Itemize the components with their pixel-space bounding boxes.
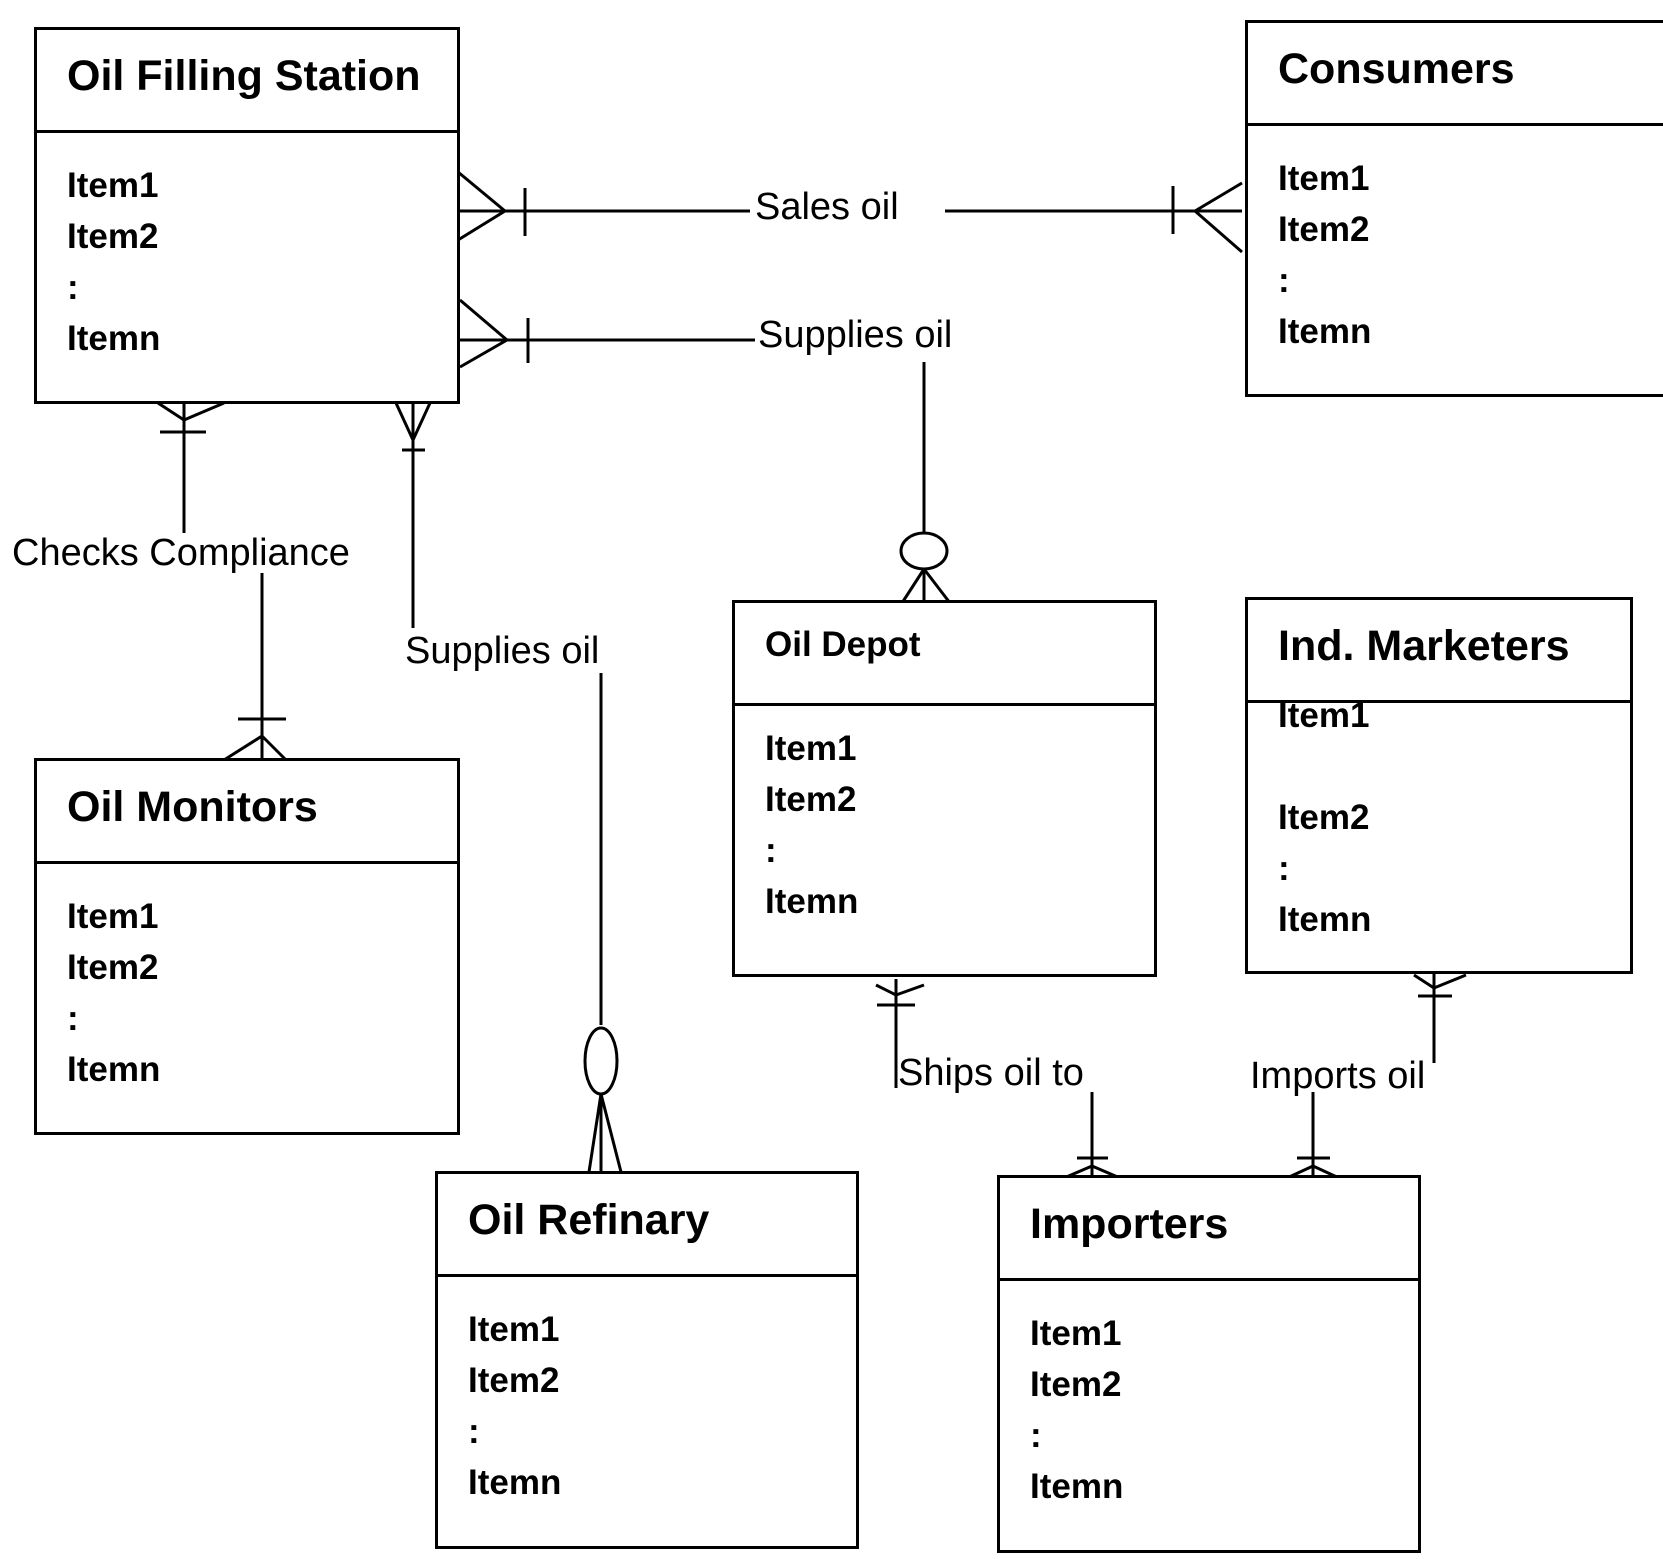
- entity-title: Ind. Marketers: [1278, 622, 1570, 670]
- supplies-oil-refinary-connector: [394, 402, 623, 1173]
- entity-attributes: Item1 Item2 : Itemn: [67, 160, 160, 364]
- attribute-item: Item1: [1278, 159, 1370, 198]
- entity-divider: [1248, 123, 1663, 126]
- relationship-label-sales-oil: Sales oil: [755, 186, 899, 228]
- attribute-item: Itemn: [765, 882, 859, 921]
- attribute-item: :: [765, 831, 777, 870]
- entity-ind-marketers: Ind. Marketers Item1 Item2 : Itemn: [1245, 597, 1633, 974]
- attribute-item: Item2: [67, 948, 159, 987]
- entity-divider: [1248, 700, 1630, 703]
- attribute-item: Item1: [67, 166, 159, 205]
- attribute-item: [1278, 741, 1371, 792]
- entity-attributes: Item1 Item2 : Itemn: [1278, 153, 1371, 357]
- entity-attributes: Item1 Item2 : Itemn: [1278, 690, 1371, 945]
- entity-divider: [735, 703, 1154, 706]
- entity-divider: [438, 1274, 856, 1277]
- attribute-item: Item1: [67, 897, 159, 936]
- entity-title: Oil Refinary: [468, 1196, 710, 1244]
- attribute-item: Item2: [468, 1361, 560, 1400]
- attribute-item: :: [1030, 1416, 1042, 1455]
- attribute-item: Itemn: [468, 1463, 562, 1502]
- entity-title: Consumers: [1278, 45, 1515, 93]
- attribute-item: :: [67, 999, 79, 1038]
- entity-oil-filling-station: Oil Filling Station Item1 Item2 : Itemn: [34, 27, 460, 404]
- attribute-item: Item2: [1030, 1365, 1122, 1404]
- attribute-item: Item1: [1030, 1314, 1122, 1353]
- entity-consumers: Consumers Item1 Item2 : Itemn: [1245, 20, 1663, 397]
- attribute-item: Item2: [1278, 798, 1370, 837]
- attribute-item: Item2: [67, 217, 159, 256]
- relationship-label-ships-oil-to: Ships oil to: [898, 1052, 1084, 1094]
- attribute-item: Itemn: [1278, 900, 1372, 939]
- entity-attributes: Item1 Item2 : Itemn: [468, 1304, 561, 1508]
- entity-attributes: Item1 Item2 : Itemn: [67, 891, 160, 1095]
- entity-divider: [37, 861, 457, 864]
- imports-oil-connector: [1286, 973, 1467, 1180]
- entity-attributes: Item1 Item2 : Itemn: [1030, 1308, 1123, 1512]
- entity-attributes: Item1 Item2 : Itemn: [765, 723, 858, 927]
- attribute-item: Item1: [468, 1310, 560, 1349]
- entity-title: Oil Monitors: [67, 783, 318, 831]
- attribute-item: Item2: [765, 780, 857, 819]
- relationship-label-supplies-oil-depot: Supplies oil: [758, 314, 953, 356]
- entity-oil-refinary: Oil Refinary Item1 Item2 : Itemn: [435, 1171, 859, 1549]
- attribute-item: :: [468, 1412, 480, 1451]
- entity-title: Oil Filling Station: [67, 52, 421, 100]
- entity-divider: [1000, 1278, 1418, 1281]
- entity-oil-monitors: Oil Monitors Item1 Item2 : Itemn: [34, 758, 460, 1135]
- entity-divider: [37, 130, 457, 133]
- attribute-item: Itemn: [1030, 1467, 1124, 1506]
- attribute-item: Item2: [1278, 210, 1370, 249]
- supplies-oil-depot-connector: [459, 298, 952, 604]
- checks-compliance-connector: [157, 401, 288, 762]
- relationship-label-supplies-oil-refinary: Supplies oil: [405, 630, 600, 672]
- relationship-label-imports-oil: Imports oil: [1250, 1055, 1426, 1097]
- attribute-item: :: [67, 268, 79, 307]
- relationship-label-checks-compliance: Checks Compliance: [12, 532, 350, 574]
- entity-title: Importers: [1030, 1200, 1229, 1248]
- attribute-item: Item1: [1278, 696, 1370, 735]
- entity-importers: Importers Item1 Item2 : Itemn: [997, 1175, 1421, 1553]
- attribute-item: Itemn: [67, 1050, 161, 1089]
- attribute-item: Itemn: [67, 319, 161, 358]
- entity-oil-depot: Oil Depot Item1 Item2 : Itemn: [732, 600, 1157, 977]
- attribute-item: Item1: [765, 729, 857, 768]
- attribute-item: :: [1278, 261, 1290, 300]
- sales-oil-connector: [457, 170, 1243, 254]
- attribute-item: :: [1278, 849, 1290, 888]
- attribute-item: Itemn: [1278, 312, 1372, 351]
- entity-title: Oil Depot: [765, 625, 921, 664]
